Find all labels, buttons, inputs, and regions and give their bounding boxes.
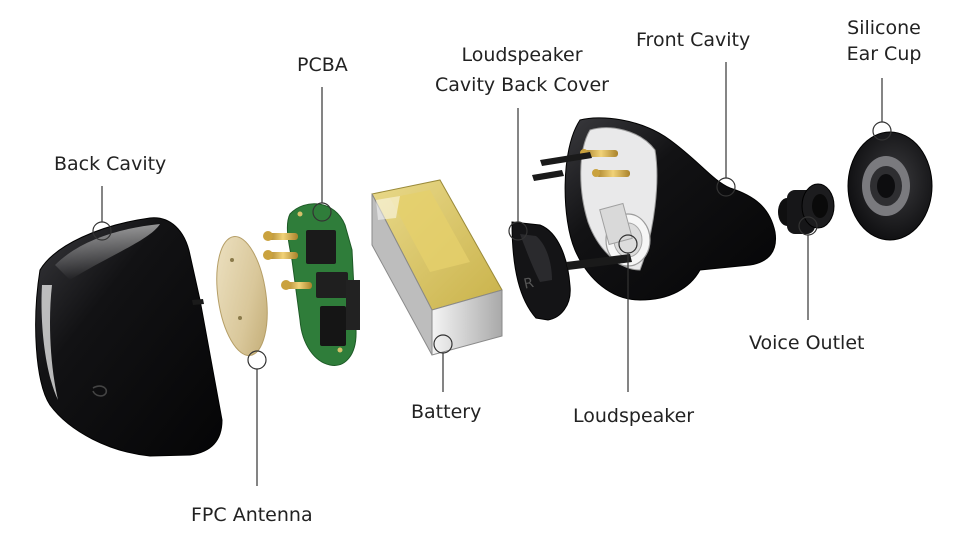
label-loudspeaker-cavity-back-cover: Loudspeaker Cavity Back Cover [430, 42, 614, 98]
label-voice-outlet: Voice Outlet [749, 332, 865, 354]
back-cavity-shell [35, 217, 223, 457]
front-cavity-gold-pins [580, 149, 630, 177]
label-speaker-cover-line2: Cavity Back Cover [435, 74, 609, 96]
label-battery: Battery [411, 401, 482, 423]
pcba-board [263, 203, 360, 366]
silicone-ear-cup [847, 131, 933, 241]
label-front-cavity: Front Cavity [636, 29, 751, 51]
loudspeaker-driver [599, 202, 651, 267]
svg-text:R: R [522, 275, 535, 293]
label-pcba: PCBA [297, 54, 348, 76]
leader-lines [92, 62, 892, 486]
front-cavity-housing [532, 117, 777, 301]
pogo-pins [263, 231, 312, 290]
label-speaker-cover-line1: Loudspeaker [461, 44, 583, 66]
battery-cell [371, 179, 503, 356]
fpc-antenna-disc [216, 235, 268, 357]
voice-outlet [778, 183, 835, 234]
label-silicone-ear-cup: Silicone Ear Cup [836, 15, 932, 67]
label-fpc-antenna: FPC Antenna [191, 504, 313, 526]
loudspeaker-cavity-back-cover: R [511, 221, 571, 321]
label-back-cavity: Back Cavity [54, 153, 167, 175]
label-ear-cup-line1: Silicone [847, 17, 921, 39]
label-loudspeaker: Loudspeaker [573, 405, 695, 427]
label-ear-cup-line2: Ear Cup [846, 43, 922, 65]
